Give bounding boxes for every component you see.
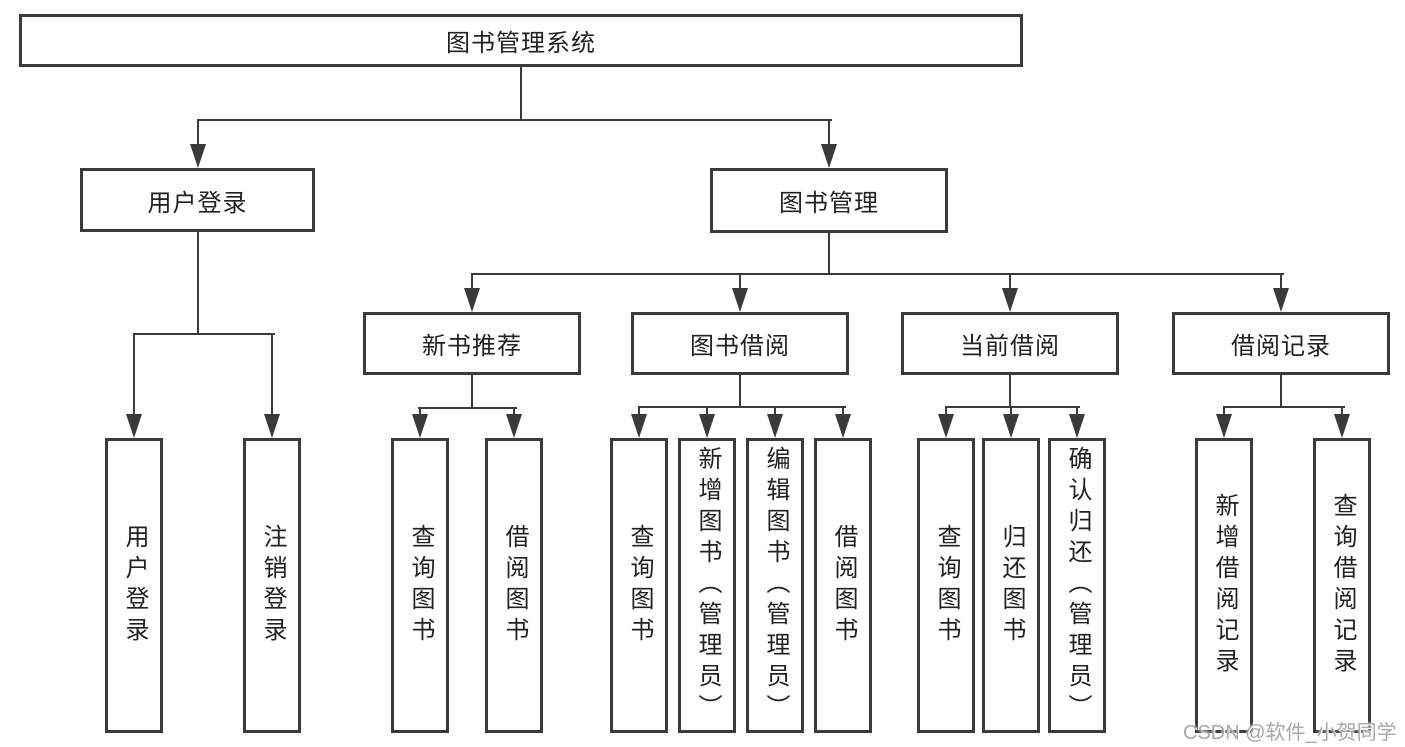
connector-line [471,375,473,407]
node-label: 注销登录 [259,523,286,648]
connector-line [197,119,832,121]
node-label: 确认归还（管理员） [1064,446,1091,725]
connector-line [471,273,473,291]
connector-line [133,333,135,414]
leaf-return-book: 归还图书 [982,438,1040,733]
connector-line [739,273,741,291]
node-label: 用户登录 [121,523,148,648]
node-label: 归还图书 [998,523,1025,648]
node-label: 用户登录 [147,189,248,217]
arrowhead-icon [631,414,647,438]
arrowhead-icon [190,144,206,168]
leaf-query-book-current: 查询图书 [917,438,975,733]
leaf-edit-book-admin: 编辑图书（管理员） [746,438,804,733]
node-label: 新增借阅记录 [1211,492,1238,679]
arrowhead-icon [1069,414,1085,438]
arrowhead-icon [412,414,428,438]
connector-line [1280,375,1282,406]
arrowhead-icon [821,144,837,168]
node-label: 查询借阅记录 [1329,492,1356,679]
node-book-borrow: 图书借阅 [631,312,849,375]
connector-line [739,375,741,406]
node-label: 查询图书 [933,523,960,648]
node-label: 查询图书 [407,523,434,648]
connector-line [1009,273,1011,291]
connector-line [638,406,846,408]
arrowhead-icon [464,288,480,312]
watermark: CSDN @软件_小贺同学 [1183,722,1397,744]
connector-line [706,406,708,415]
connector-line [1009,375,1011,406]
node-user-login: 用户登录 [80,168,315,232]
connector-line [133,333,275,335]
leaf-query-book-recommend: 查询图书 [391,438,449,733]
arrowhead-icon [699,414,715,438]
arrowhead-icon [835,414,851,438]
leaf-query-borrow-record: 查询借阅记录 [1313,438,1371,733]
node-label: 新书推荐 [422,333,522,360]
connector-line [418,407,517,409]
arrowhead-icon [938,414,954,438]
leaf-confirm-return-admin: 确认归还（管理员） [1048,438,1106,733]
arrowhead-icon [264,414,280,438]
node-label: 借阅图书 [830,523,857,648]
node-current-borrow: 当前借阅 [901,312,1119,375]
node-label: 图书管理系统 [446,30,596,57]
node-borrow-records: 借阅记录 [1172,312,1390,375]
connector-line [1010,406,1012,415]
arrowhead-icon [767,414,783,438]
connector-line [471,273,1284,275]
leaf-borrow-book: 借阅图书 [814,438,872,733]
node-label: 新增图书（管理员） [694,446,721,725]
connector-line [1341,406,1343,415]
arrowhead-icon [1003,414,1019,438]
leaf-borrow-book-recommend: 借阅图书 [485,438,543,733]
arrowhead-icon [1334,414,1350,438]
node-label: 借阅图书 [501,523,528,648]
node-label: 借阅记录 [1231,333,1331,360]
leaf-add-book-admin: 新增图书（管理员） [678,438,736,733]
connector-line [271,333,273,414]
connector-line [513,407,515,415]
connector-line [197,119,199,146]
connector-line [1076,406,1078,415]
connector-line [945,406,1080,408]
connector-line [419,407,421,415]
node-label: 当前借阅 [960,333,1060,360]
arrowhead-icon [1002,288,1018,312]
arrowhead-icon [732,288,748,312]
connector-line [638,406,640,415]
arrowhead-icon [1273,288,1289,312]
connector-line [520,67,522,119]
connector-line [197,232,199,333]
arrowhead-icon [1216,414,1232,438]
node-label: 图书借阅 [690,333,790,360]
arrowhead-icon [506,414,522,438]
leaf-query-book-borrow: 查询图书 [610,438,668,733]
arrowhead-icon [126,414,142,438]
node-library-system: 图书管理系统 [19,14,1023,67]
node-book-management: 图书管理 [710,168,948,233]
node-new-book-recommend: 新书推荐 [363,312,581,375]
connector-line [828,233,830,273]
connector-line [1280,273,1282,291]
connector-line [774,406,776,415]
connector-line [945,406,947,415]
connector-line [842,406,844,415]
connector-line [1223,406,1345,408]
connector-line [828,119,830,146]
leaf-add-borrow-record: 新增借阅记录 [1195,438,1253,733]
node-label: 查询图书 [626,523,653,648]
node-label: 图书管理 [779,190,879,217]
connector-line [1223,406,1225,415]
leaf-logout: 注销登录 [243,438,301,733]
leaf-user-login: 用户登录 [105,438,163,733]
node-label: 编辑图书（管理员） [762,446,789,725]
